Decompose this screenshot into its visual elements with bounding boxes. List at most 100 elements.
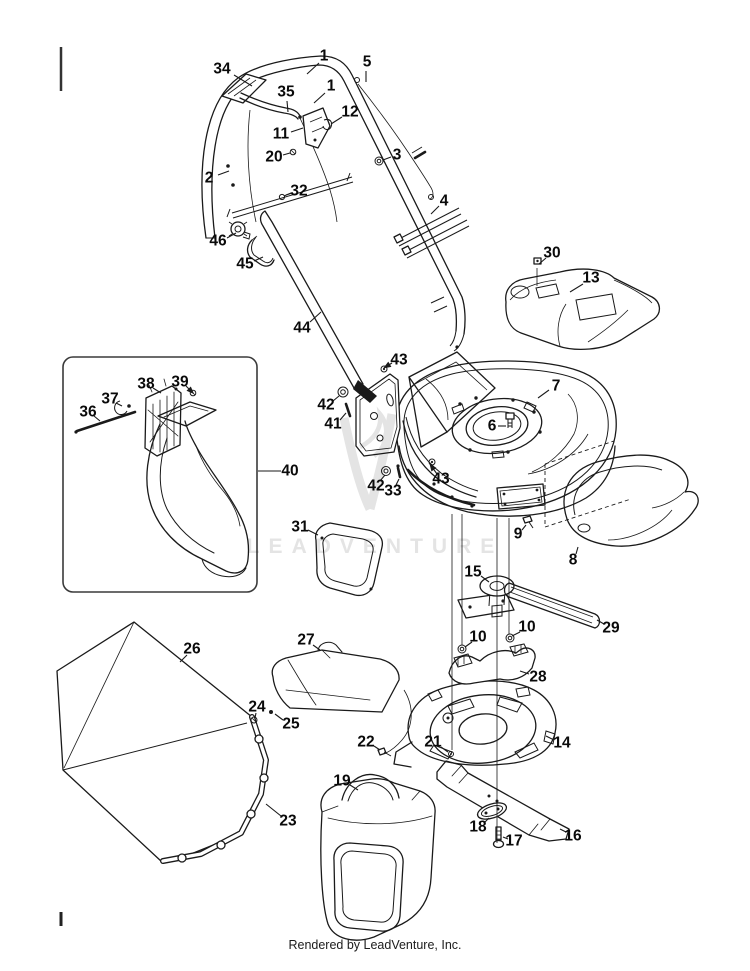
callout-label-22: 22 bbox=[357, 734, 374, 751]
cover-screw-drawing bbox=[533, 257, 542, 286]
callout-label-21: 21 bbox=[424, 734, 442, 751]
callout-label-38: 38 bbox=[137, 376, 155, 393]
callout-label-28: 28 bbox=[529, 669, 547, 686]
callout-25: 25 bbox=[274, 713, 300, 733]
deck-bolt-drawing bbox=[428, 458, 436, 466]
cable-clip-drawing bbox=[322, 119, 333, 130]
callout-46: 46 bbox=[209, 233, 237, 250]
engine-cover-drawing bbox=[505, 257, 661, 350]
leader-line bbox=[349, 784, 359, 791]
bag-nut-drawing bbox=[269, 710, 273, 714]
belt-guard-drawing bbox=[377, 680, 557, 768]
callout-19: 19 bbox=[333, 773, 359, 791]
callout-1: 1 bbox=[313, 78, 336, 104]
callout-label-42: 42 bbox=[317, 397, 334, 414]
watermark: LEADVENTURE bbox=[247, 406, 504, 558]
leader-line bbox=[309, 311, 322, 323]
leader-line bbox=[545, 735, 555, 741]
callout-24: 24 bbox=[248, 699, 266, 719]
callout-label-3: 3 bbox=[393, 147, 402, 164]
callout-26: 26 bbox=[179, 641, 201, 663]
callout-label-30: 30 bbox=[543, 245, 560, 262]
callout-37: 37 bbox=[101, 391, 123, 408]
support-bracket-drawing bbox=[448, 633, 536, 685]
leader-line bbox=[306, 62, 320, 75]
callout-label-46: 46 bbox=[209, 233, 227, 250]
callout-18: 18 bbox=[469, 817, 490, 836]
leader-line bbox=[93, 415, 101, 422]
grass-bag-drawing bbox=[56, 621, 273, 864]
callout-5: 5 bbox=[363, 54, 372, 82]
side-chute-drawing bbox=[271, 641, 400, 713]
leader-line bbox=[430, 205, 440, 215]
callout-label-33: 33 bbox=[384, 483, 402, 500]
callout-20: 20 bbox=[265, 149, 291, 166]
callout-label-19: 19 bbox=[333, 773, 351, 790]
leader-line bbox=[217, 170, 230, 176]
callout-10: 10 bbox=[511, 619, 536, 637]
callout-33: 33 bbox=[384, 478, 402, 500]
leader-line bbox=[307, 529, 319, 536]
leader-line bbox=[265, 803, 282, 817]
leader-line bbox=[502, 836, 509, 840]
callout-43: 43 bbox=[383, 352, 408, 369]
bracket-pin-drawing bbox=[344, 402, 352, 418]
callout-9: 9 bbox=[514, 524, 527, 543]
drive-belt-drawing bbox=[503, 582, 601, 629]
callout-label-14: 14 bbox=[553, 735, 571, 752]
callout-2: 2 bbox=[205, 170, 230, 187]
watermark-logo bbox=[339, 406, 397, 511]
callout-32: 32 bbox=[285, 183, 308, 200]
callout-label-45: 45 bbox=[236, 256, 254, 273]
inset-box-group bbox=[62, 356, 258, 593]
callout-4: 4 bbox=[430, 193, 449, 215]
callout-14: 14 bbox=[545, 735, 571, 752]
leader-line bbox=[569, 283, 584, 293]
engine-bolt-drawing bbox=[505, 412, 515, 428]
leader-line bbox=[330, 116, 343, 125]
callout-39: 39 bbox=[171, 374, 195, 395]
leader-line bbox=[290, 127, 304, 133]
callout-12: 12 bbox=[330, 104, 359, 125]
rear-bag-drawing bbox=[320, 773, 436, 941]
callout-28: 28 bbox=[519, 669, 547, 686]
leader-line bbox=[285, 192, 293, 196]
spindle-pulley-drawing bbox=[457, 575, 515, 619]
callout-21: 21 bbox=[424, 734, 449, 753]
leader-line bbox=[480, 575, 490, 583]
callout-label-4: 4 bbox=[440, 193, 449, 210]
callout-6: 6 bbox=[488, 418, 506, 435]
leader-arrowhead bbox=[429, 463, 437, 472]
callout-label-7: 7 bbox=[552, 378, 561, 395]
callout-36: 36 bbox=[79, 404, 101, 422]
watermark-text: LEADVENTURE bbox=[247, 535, 504, 558]
leader-arrowhead bbox=[383, 361, 392, 369]
callout-45: 45 bbox=[236, 256, 264, 273]
lower-handle-tip bbox=[353, 380, 377, 403]
callout-label-39: 39 bbox=[171, 374, 189, 391]
callout-1: 1 bbox=[306, 48, 329, 75]
callout-label-8: 8 bbox=[569, 552, 578, 569]
guard-pin-drawing bbox=[448, 751, 454, 757]
leader-arrowhead bbox=[186, 386, 195, 395]
callout-label-24: 24 bbox=[248, 699, 266, 716]
footer-credit: Rendered by LeadVenture, Inc. bbox=[288, 938, 461, 952]
brake-bail-drawing bbox=[239, 92, 301, 120]
leader-line bbox=[274, 713, 284, 721]
leader-line bbox=[519, 670, 530, 675]
callout-label-23: 23 bbox=[279, 813, 297, 830]
bag-screw-drawing bbox=[250, 716, 258, 724]
callout-29: 29 bbox=[596, 620, 620, 637]
leader-line bbox=[440, 746, 449, 753]
leader-line bbox=[575, 546, 579, 555]
callout-40: 40 bbox=[258, 463, 299, 480]
callout-label-40: 40 bbox=[281, 463, 298, 480]
callout-label-34: 34 bbox=[213, 61, 231, 78]
callout-15: 15 bbox=[464, 564, 490, 583]
flange-nut-drawing bbox=[505, 633, 515, 643]
callout-16: 16 bbox=[559, 828, 582, 845]
bag-frame-drawing bbox=[160, 714, 269, 864]
deck-drawing bbox=[381, 351, 632, 528]
